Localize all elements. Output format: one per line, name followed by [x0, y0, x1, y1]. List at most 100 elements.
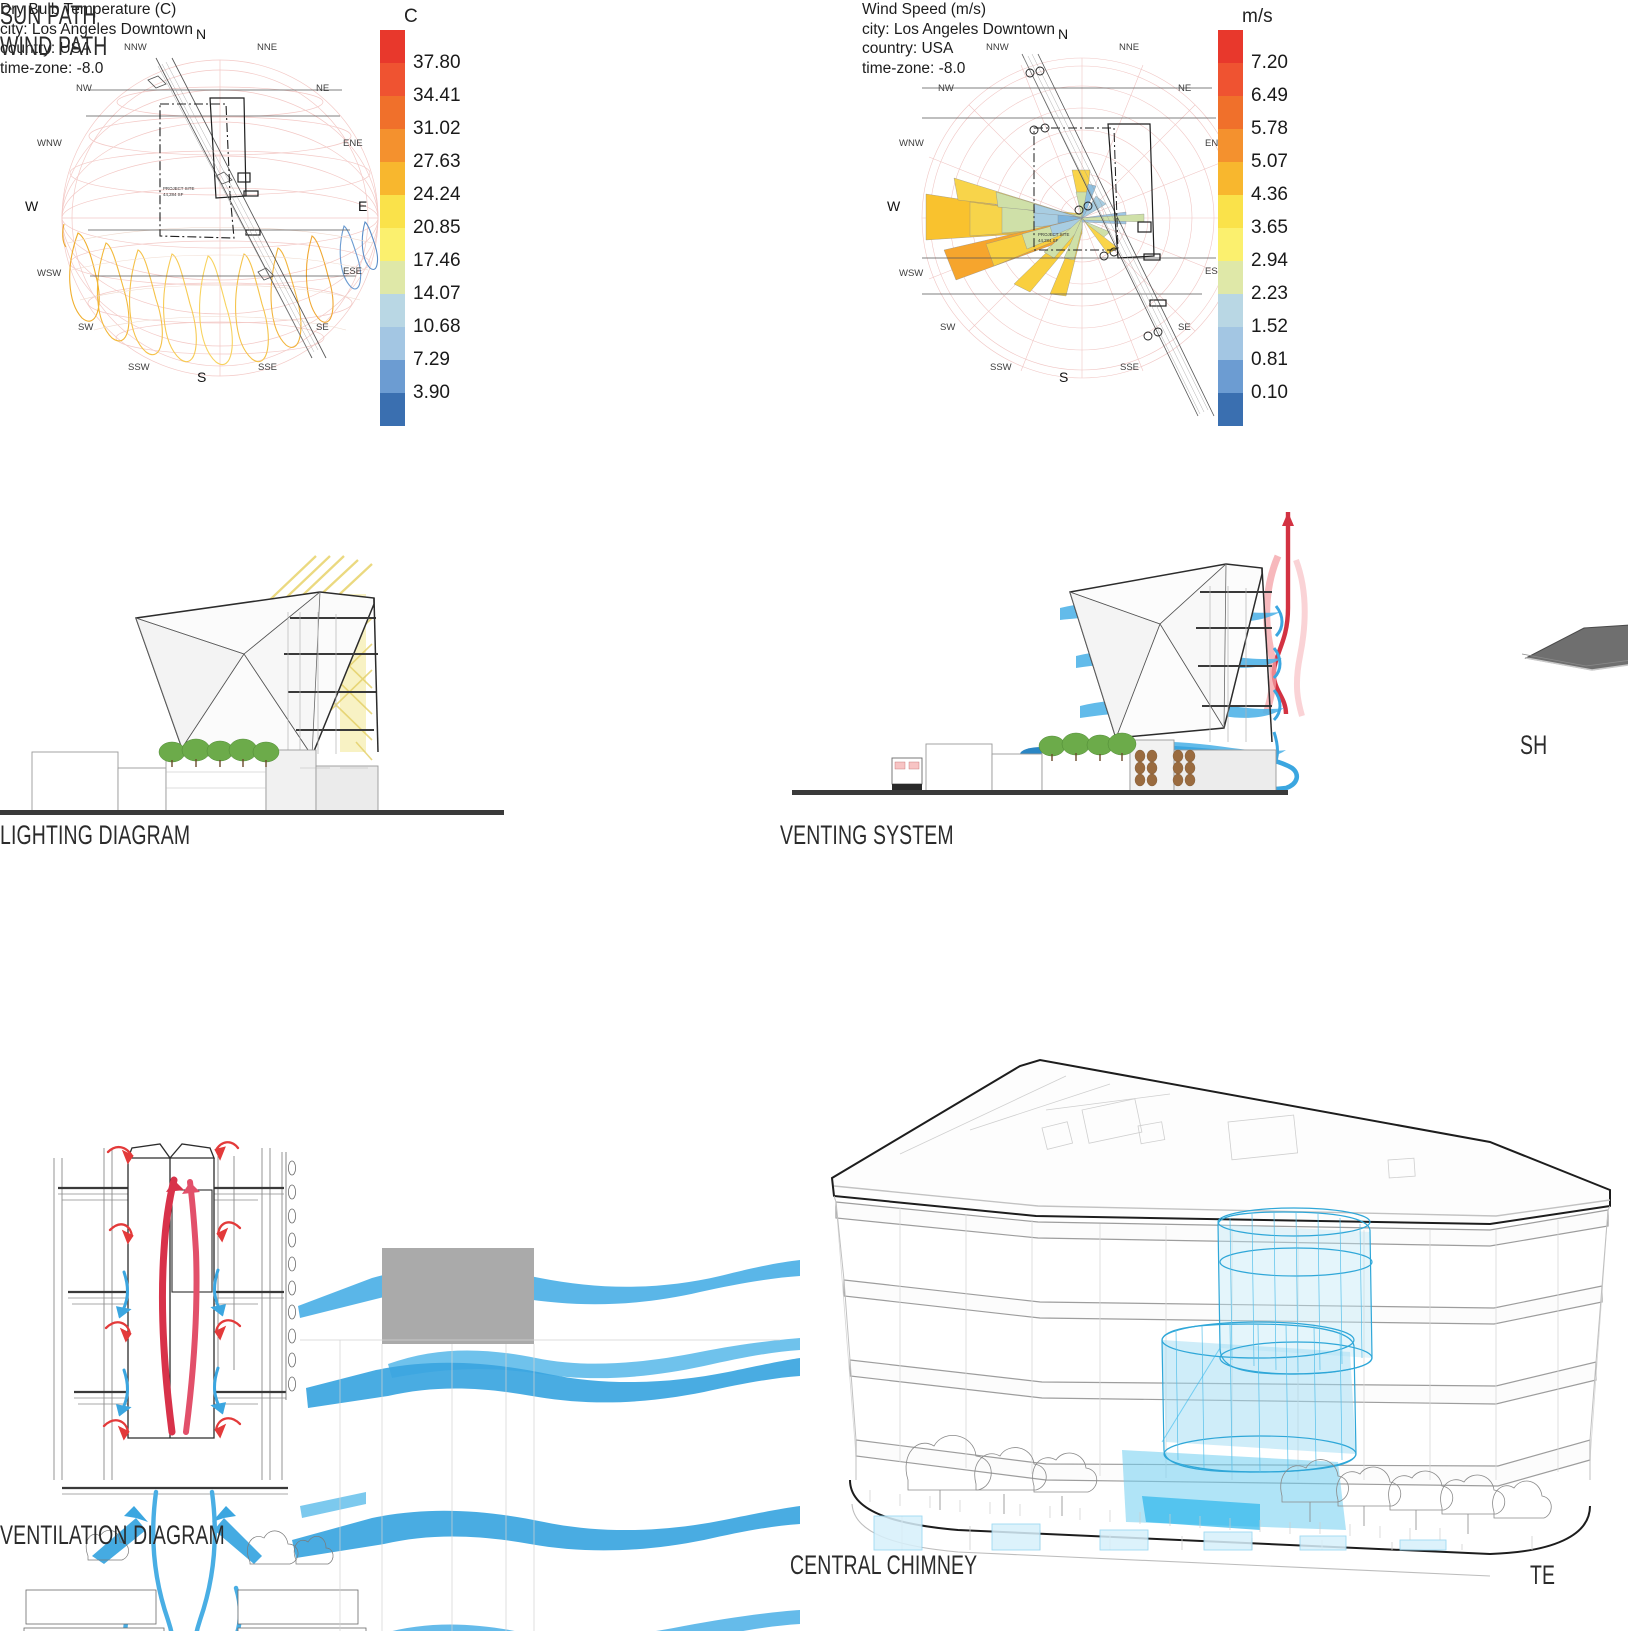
shading-title: SH: [1520, 730, 1548, 760]
legend-tick-label: 31.02: [413, 118, 461, 139]
roof-garden-trees: [1038, 732, 1137, 761]
legend-tick-label: 0.10: [1251, 382, 1288, 403]
street-hatch: [1023, 53, 1209, 415]
svg-text:44,284 SF: 44,284 SF: [1038, 238, 1059, 243]
chimney-intake-wedge: [1142, 1496, 1260, 1530]
compass-label-se: SE: [1178, 322, 1191, 333]
legend-swatch: [380, 30, 405, 63]
central-chimney-axonometric: [830, 1058, 1611, 1577]
context-guide-lines: [300, 1339, 780, 1631]
central-chimney-panel: CENTRAL CHIMNEY: [790, 1010, 1628, 1580]
wind-speed-legend-colorbar: [1218, 30, 1243, 426]
legend-swatch: [380, 162, 405, 195]
wind-speed-legend-unit: m/s: [1242, 6, 1273, 27]
street-hatch: [157, 61, 319, 355]
compass-label-ene: ENE: [1205, 138, 1225, 149]
legend-tick-label: 7.29: [413, 349, 450, 370]
compass-label-ese: ESE: [1205, 266, 1225, 277]
legend-swatch: [1218, 162, 1243, 195]
site-plan-overlay: [922, 53, 1216, 417]
exhaust-plume: [1262, 512, 1308, 717]
lighting-section-drawing: [0, 555, 504, 815]
roof-edge-underside: [833, 1185, 1611, 1217]
legend-swatch: [1218, 63, 1243, 96]
legend-swatch: [1218, 129, 1243, 162]
legend-tick-label: 37.80: [413, 52, 461, 73]
compass-label-wnw: WNW: [37, 138, 62, 149]
legend-swatch: [1218, 294, 1243, 327]
legend-tick-label: 10.68: [413, 316, 461, 337]
terrace-title: TE: [1530, 1560, 1556, 1590]
legend-swatch: [380, 129, 405, 162]
legend-tick-label: 1.52: [1251, 316, 1288, 337]
lighting-diagram-title: LIGHTING DIAGRAM: [0, 820, 191, 850]
compass-label-nnw: NNW: [124, 42, 147, 53]
compass-label-w: W: [887, 198, 901, 214]
roof-panel-lines: [899, 1075, 1416, 1179]
project-site-boundary: [1033, 127, 1119, 251]
compass-label-wsw: WSW: [37, 268, 62, 279]
legend-tick-label: 20.85: [413, 217, 461, 238]
compass-label-s: S: [1059, 369, 1069, 385]
facade-outer-edges: [833, 1195, 1611, 1480]
central-chimney-volume: [1122, 1207, 1373, 1530]
venting-section-drawing: [792, 512, 1308, 795]
shading-panel: SH: [1520, 600, 1628, 870]
compass-label-n: N: [196, 26, 207, 42]
svg-text:PROJECT SITE: PROJECT SITE: [1038, 232, 1069, 237]
roof-garden-trees: [158, 738, 280, 767]
compass-label-ssw: SSW: [128, 362, 150, 373]
legend-tick-label: 24.24: [413, 184, 461, 205]
sun-path-caption: Dry Bulb Temperature (C) city: Los Angel…: [0, 1, 193, 77]
site-markers: [1025, 66, 1163, 341]
legend-tick-label: 6.49: [1251, 85, 1288, 106]
temperature-legend-unit: C: [404, 6, 418, 27]
facade-louvers: [285, 1152, 296, 1400]
legend-swatch: [380, 261, 405, 294]
legend-swatch: [1218, 228, 1243, 261]
compass-label-ssw: SSW: [990, 362, 1012, 373]
legend-swatch: [380, 360, 405, 393]
planter-modules: [1134, 749, 1196, 787]
roof-plane: [830, 1058, 1611, 1226]
terrace-panel: TE: [1530, 1560, 1628, 1630]
central-chimney-title: CENTRAL CHIMNEY: [790, 1550, 978, 1580]
chimney-mullions: [1175, 1211, 1363, 1473]
stack-effect-hot-air: [102, 1141, 242, 1441]
site-area-label: PROJECT SITE 44,284 SF: [1038, 232, 1069, 243]
ventilation-section-drawing: [23, 1141, 800, 1631]
roof-crease-lower: [181, 653, 313, 757]
legend-swatch: [1218, 96, 1243, 129]
sun-path-title: SUN PATH: [0, 0, 97, 30]
wind-stream-bands: [292, 1260, 800, 1631]
adjacent-parcel-outline: [1107, 123, 1167, 307]
sun-path-diagram: PROJECT SITE 44,284 SF: [61, 57, 379, 377]
legend-swatch: [380, 228, 405, 261]
compass-label-w: W: [25, 198, 39, 214]
context-massing-block: [382, 1248, 534, 1344]
plaza-level-structure: [23, 1589, 367, 1631]
wind-path-diagram: PROJECT SITE 44,284 SF: [921, 53, 1243, 417]
compass-label-ne: NE: [316, 83, 330, 94]
podium-base: [31, 749, 379, 813]
shading-massing-fragment: [1521, 624, 1628, 671]
interior-mullions: [1209, 586, 1247, 742]
ground-line: [0, 810, 504, 815]
compass-label-se: SE: [316, 322, 329, 333]
plaza-intake-arrows: [92, 1506, 262, 1564]
delivery-truck-icon: [891, 757, 923, 790]
ventilation-diagram-title: VENTILATION DIAGRAM: [0, 1520, 225, 1550]
svg-text:PROJECT SITE: PROJECT SITE: [163, 186, 194, 191]
legend-tick-label: 34.41: [413, 85, 461, 106]
compass-label-e: E: [358, 198, 368, 214]
legend-tick-label: 5.78: [1251, 118, 1288, 139]
legend-swatch: [380, 327, 405, 360]
podium-detail-lines: [166, 767, 368, 789]
cool-air-inflow: [115, 1268, 227, 1417]
legend-swatch: [1218, 327, 1243, 360]
interior-mullions: [287, 612, 337, 754]
legend-tick-label: 5.07: [1251, 151, 1288, 172]
legend-swatch: [1218, 30, 1243, 63]
legend-tick-label: 3.65: [1251, 217, 1288, 238]
